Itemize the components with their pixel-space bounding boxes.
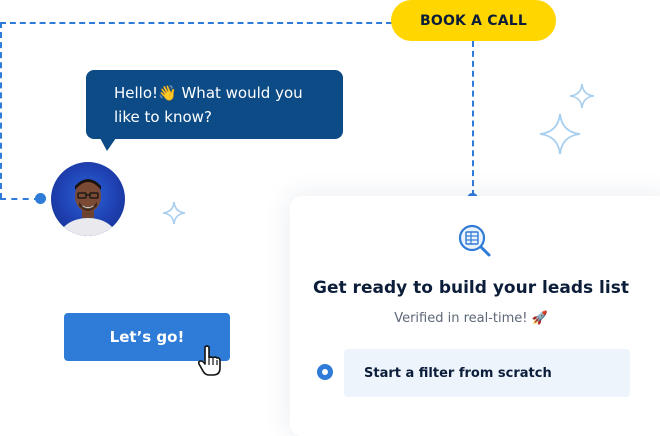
chat-greeting-text: Hello!👋 What would you like to know? — [114, 84, 303, 126]
connector-top-horizontal — [0, 22, 392, 24]
person-portrait-icon — [58, 179, 118, 236]
connector-avatar-horizontal — [0, 198, 40, 200]
connector-dot-avatar — [35, 193, 46, 204]
hand-pointer-icon — [197, 345, 221, 376]
book-call-button[interactable]: BOOK A CALL — [391, 0, 556, 41]
sparkle-icon — [539, 113, 581, 155]
connector-left-vertical — [0, 22, 2, 199]
filter-option-start-from-scratch[interactable]: Start a filter from scratch — [344, 349, 630, 397]
avatar — [51, 162, 125, 236]
lets-go-button[interactable]: Let’s go! — [64, 313, 230, 361]
card-subtitle: Verified in real-time! 🚀 — [394, 311, 548, 326]
chat-bubble-tail — [100, 138, 116, 151]
search-table-icon — [458, 224, 491, 257]
filter-option-label: Start a filter from scratch — [364, 365, 552, 381]
connector-card-vertical — [472, 41, 474, 196]
radio-dot — [322, 369, 328, 375]
sparkle-icon — [162, 201, 186, 225]
card-title: Get ready to build your leads list — [313, 278, 629, 298]
chat-bubble: Hello!👋 What would you like to know? — [86, 70, 343, 139]
sparkle-icon — [569, 83, 595, 109]
filter-option-radio[interactable] — [317, 364, 333, 380]
